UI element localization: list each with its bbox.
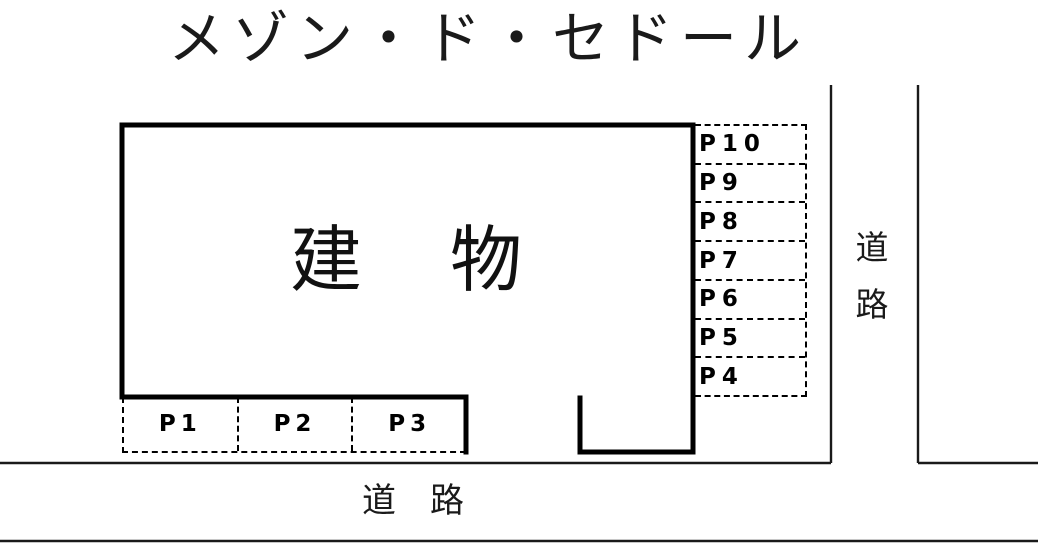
parking-space-label: P7 (699, 247, 744, 274)
parking-space-p2: P2 (236, 397, 352, 451)
parking-space-p10: P10 (695, 126, 805, 165)
parking-space-p5: P5 (695, 320, 805, 359)
parking-space-p6: P6 (695, 281, 805, 320)
parking-space-label: P9 (699, 170, 744, 197)
road-label-bottom: 道 路 (362, 481, 464, 521)
road-label-right: 道路 (855, 228, 889, 324)
parking-space-label: P3 (388, 411, 432, 437)
parking-space-p7: P7 (695, 242, 805, 281)
parking-space-p4: P4 (695, 358, 805, 395)
building-label: 建 物 (290, 218, 531, 302)
parking-space-label: P5 (699, 324, 744, 351)
parking-space-p1: P1 (124, 397, 237, 451)
parking-space-label: P8 (699, 208, 744, 235)
parking-space-p8: P8 (695, 203, 805, 243)
parking-space-label: P6 (699, 286, 744, 313)
parking-space-p9: P9 (695, 165, 805, 204)
bottom-parking-row: P1 P2 P3 (122, 397, 466, 453)
parking-space-p3: P3 (351, 397, 466, 451)
parking-space-label: P4 (699, 363, 744, 390)
parking-space-label: P2 (273, 411, 317, 437)
page-title: メゾン・ド・セドール (168, 6, 808, 72)
building-outline (119, 122, 696, 455)
right-parking-column: P10 P9 P8 P7 P6 P5 P4 (695, 124, 807, 397)
parking-space-label: P1 (158, 411, 202, 437)
parking-space-label: P10 (699, 131, 766, 158)
